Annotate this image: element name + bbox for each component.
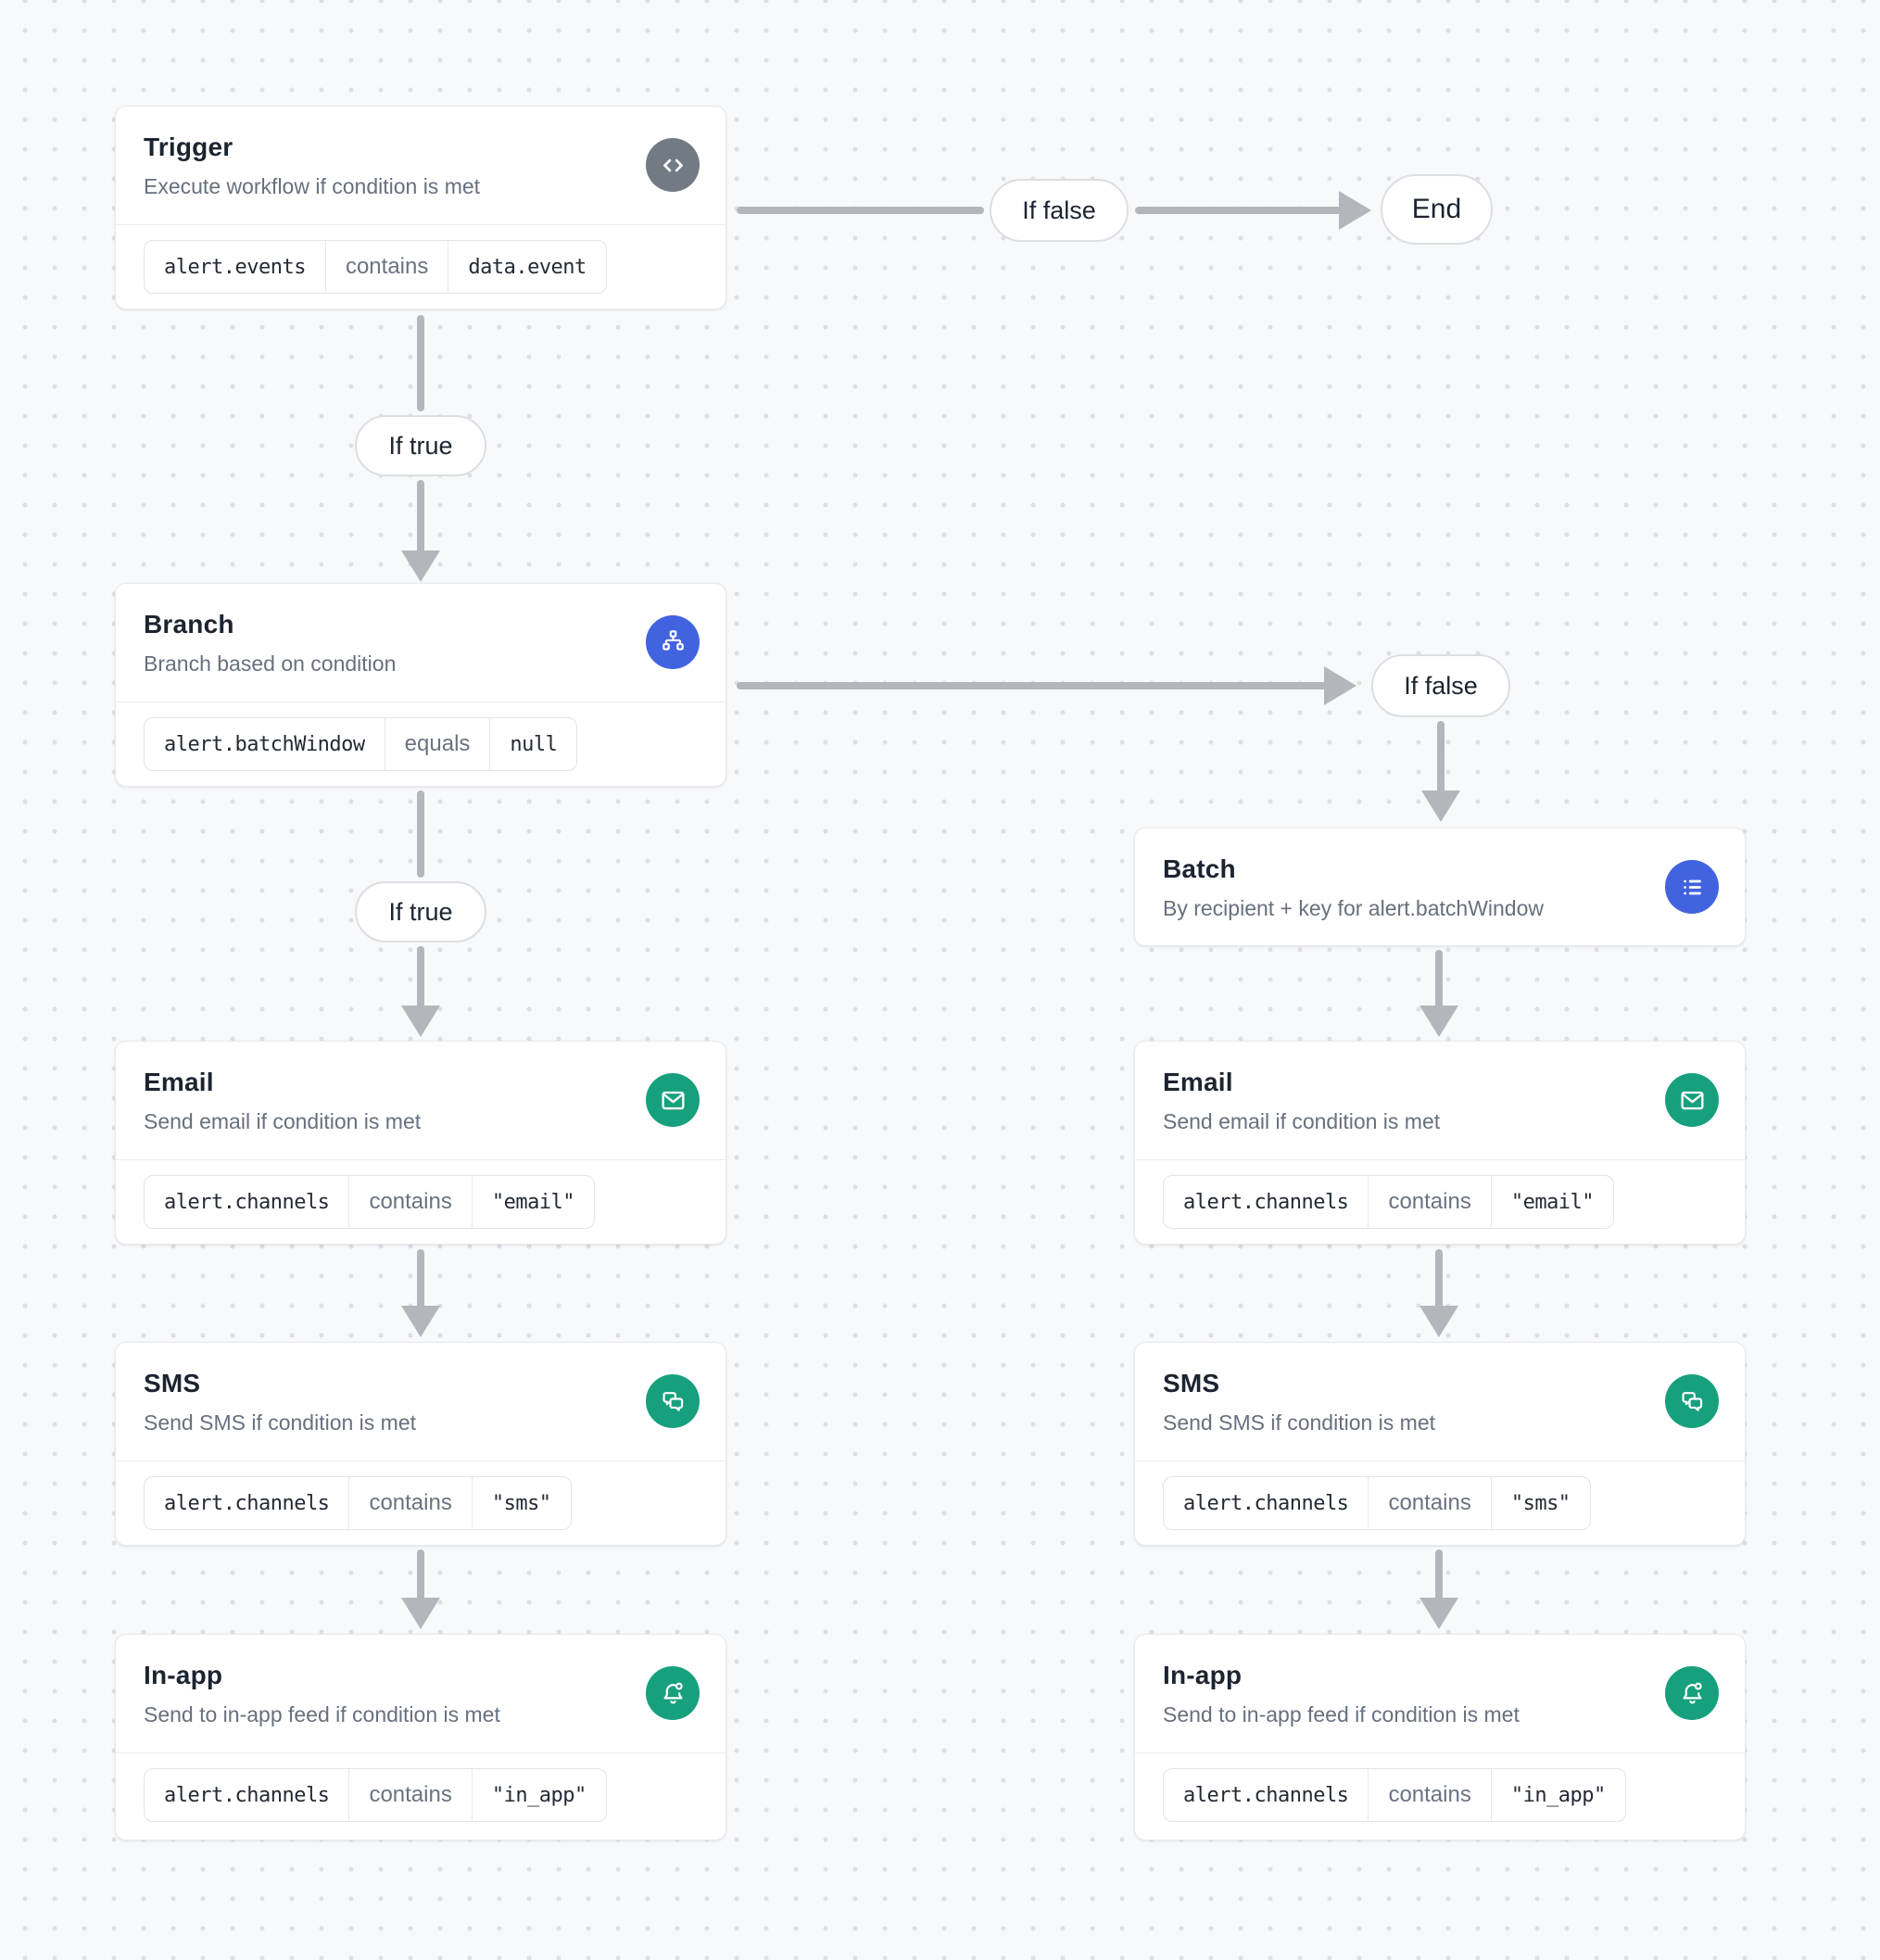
edge-branch-if-false (737, 666, 1460, 822)
node-subtitle: Send to in-app feed if condition is met (144, 1702, 500, 1726)
condition-value: "sms" (491, 1491, 551, 1515)
node-trigger-condition: alert.events contains data.event (116, 225, 726, 309)
node-title: Branch (144, 610, 234, 639)
node-sms-header: SMS Send SMS if condition is met (1135, 1343, 1745, 1461)
condition-field: alert.channels (1183, 1783, 1349, 1807)
bell-dot-icon (1665, 1666, 1719, 1720)
edge-sms-left-to-inapp-left (401, 1549, 440, 1629)
node-sms-condition: alert.channels contains "sms" (1135, 1461, 1745, 1545)
node-subtitle: Send email if condition is met (1163, 1109, 1441, 1133)
edge-email-left-to-sms-left (401, 1249, 440, 1337)
node-title: In-app (1163, 1661, 1243, 1689)
node-title: SMS (1163, 1369, 1220, 1397)
edge-batch-to-email-right (1419, 950, 1458, 1037)
node-email-left[interactable]: Email Send email if condition is met ale… (115, 1041, 726, 1245)
condition-field: alert.channels (164, 1190, 330, 1214)
edge-trigger-if-true (401, 315, 440, 582)
node-inapp-header: In-app Send to in-app feed if condition … (1135, 1635, 1745, 1753)
condition-operator: contains (345, 254, 429, 279)
node-title: Email (1163, 1068, 1233, 1096)
node-title: In-app (144, 1661, 223, 1689)
condition-value: data.event (468, 255, 587, 279)
edge-sms-right-to-inapp-right (1419, 1549, 1458, 1629)
condition-value: "sms" (1510, 1491, 1571, 1515)
node-sms-left[interactable]: SMS Send SMS if condition is met alert.c… (115, 1342, 726, 1546)
node-email-condition: alert.channels contains "email" (116, 1160, 726, 1244)
node-title: Email (144, 1068, 214, 1096)
condition-operator: contains (369, 1490, 452, 1515)
node-title: SMS (144, 1369, 201, 1397)
mail-icon (646, 1073, 700, 1127)
edge-branch-if-true (401, 790, 440, 1037)
node-email-header: Email Send email if condition is met (1135, 1042, 1745, 1160)
node-branch-condition: alert.batchWindow equals null (116, 702, 726, 786)
chat-icon (646, 1374, 700, 1428)
node-title: Batch (1163, 854, 1236, 883)
node-sms-right[interactable]: SMS Send SMS if condition is met alert.c… (1134, 1342, 1746, 1546)
node-email-right[interactable]: Email Send email if condition is met ale… (1134, 1041, 1746, 1245)
node-batch[interactable]: Batch By recipient + key for alert.batch… (1134, 828, 1746, 946)
edge-label-if-true-branch: If true (355, 881, 486, 942)
node-subtitle: Send SMS if condition is met (1163, 1410, 1436, 1435)
node-email-condition: alert.channels contains "email" (1135, 1160, 1745, 1244)
code-icon (646, 138, 700, 192)
node-subtitle: By recipient + key for alert.batchWindow (1163, 896, 1544, 920)
node-branch[interactable]: Branch Branch based on condition alert.b… (115, 583, 726, 787)
node-inapp-header: In-app Send to in-app feed if condition … (116, 1635, 726, 1753)
mail-icon (1665, 1073, 1719, 1127)
condition-value: "in_app" (491, 1783, 587, 1807)
node-batch-header: Batch By recipient + key for alert.batch… (1135, 828, 1745, 947)
edge-email-right-to-sms-right (1419, 1249, 1458, 1337)
node-subtitle: Send SMS if condition is met (144, 1410, 417, 1435)
condition-operator: contains (1388, 1490, 1471, 1515)
node-branch-header: Branch Branch based on condition (116, 584, 726, 702)
node-subtitle: Execute workflow if condition is met (144, 174, 481, 198)
condition-value: "email" (491, 1190, 575, 1214)
condition-field: alert.channels (164, 1783, 330, 1807)
edge-label-if-false-branch: If false (1371, 654, 1510, 717)
node-inapp-left[interactable]: In-app Send to in-app feed if condition … (115, 1634, 726, 1840)
node-sms-header: SMS Send SMS if condition is met (116, 1343, 726, 1461)
condition-field: alert.channels (1183, 1491, 1349, 1515)
condition-value: "in_app" (1510, 1783, 1606, 1807)
node-email-header: Email Send email if condition is met (116, 1042, 726, 1160)
condition-operator: contains (1388, 1189, 1471, 1214)
node-trigger[interactable]: Trigger Execute workflow if condition is… (115, 106, 726, 310)
condition-field: alert.channels (164, 1491, 330, 1515)
edge-trigger-if-false (737, 191, 1371, 230)
edge-label-if-false-trigger: If false (990, 179, 1129, 242)
condition-field: alert.events (164, 255, 306, 279)
end-node: End (1381, 174, 1493, 245)
edge-label-if-true-trigger: If true (355, 415, 486, 476)
node-inapp-condition: alert.channels contains "in_app" (1135, 1753, 1745, 1837)
node-sms-condition: alert.channels contains "sms" (116, 1461, 726, 1545)
node-trigger-header: Trigger Execute workflow if condition is… (116, 107, 726, 225)
list-icon (1665, 860, 1719, 914)
condition-operator: contains (369, 1782, 452, 1807)
node-title: Trigger (144, 133, 233, 161)
node-inapp-right[interactable]: In-app Send to in-app feed if condition … (1134, 1634, 1746, 1840)
condition-operator: equals (404, 731, 471, 756)
node-subtitle: Send email if condition is met (144, 1109, 422, 1133)
condition-field: alert.batchWindow (164, 732, 365, 756)
condition-value: null (510, 732, 558, 756)
bell-dot-icon (646, 1666, 700, 1720)
node-subtitle: Send to in-app feed if condition is met (1163, 1702, 1520, 1726)
condition-value: "email" (1510, 1190, 1595, 1214)
sitemap-icon (646, 615, 700, 669)
node-inapp-condition: alert.channels contains "in_app" (116, 1753, 726, 1837)
condition-field: alert.channels (1183, 1190, 1349, 1214)
chat-icon (1665, 1374, 1719, 1428)
condition-operator: contains (369, 1189, 452, 1214)
node-subtitle: Branch based on condition (144, 651, 397, 676)
condition-operator: contains (1388, 1782, 1471, 1807)
